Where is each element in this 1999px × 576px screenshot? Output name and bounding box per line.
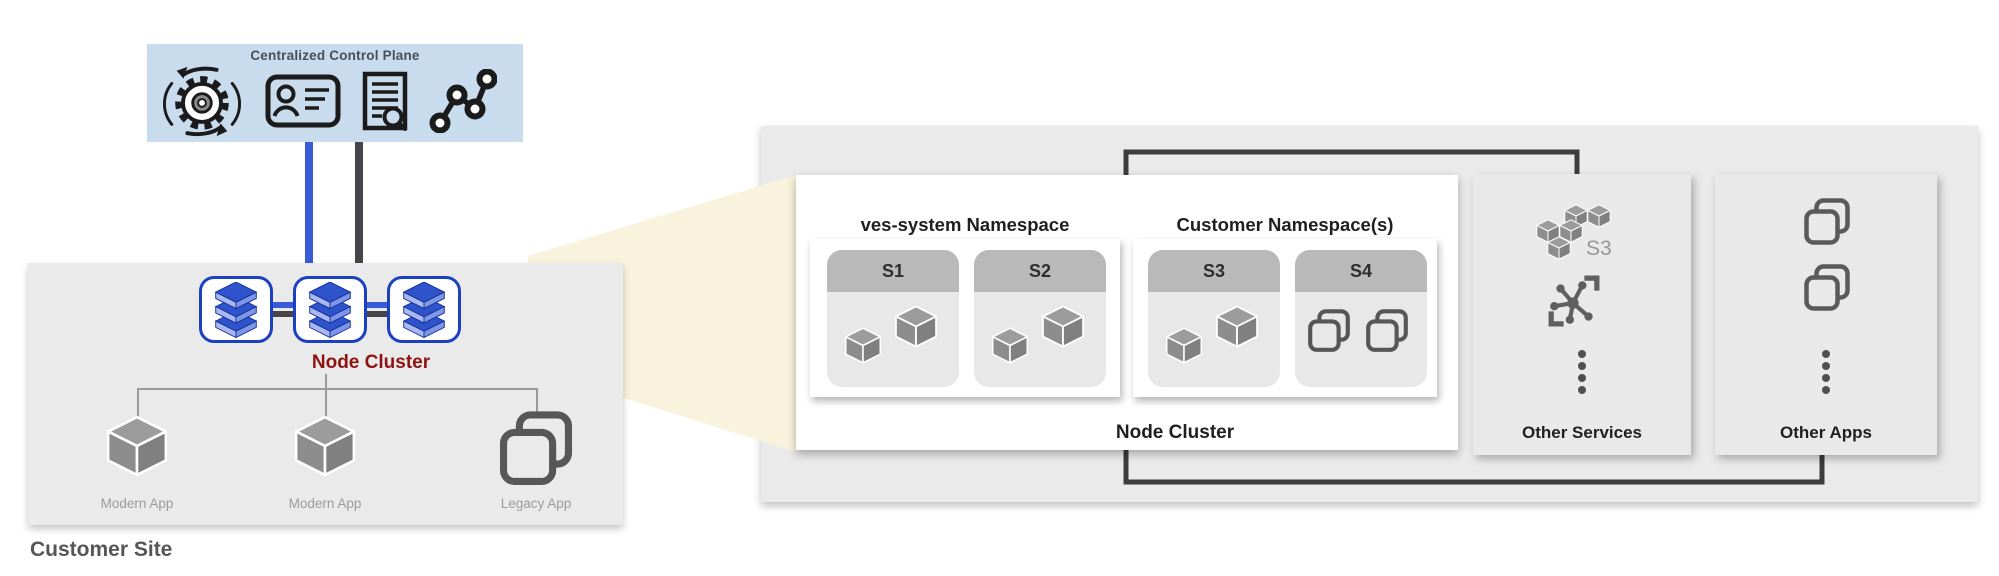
centralized-control-plane: Centralized Control Plane bbox=[147, 44, 523, 142]
ellipsis-icon bbox=[1715, 350, 1937, 394]
other-apps-label: Other Apps bbox=[1780, 423, 1872, 442]
cluster-node bbox=[199, 276, 273, 343]
app-label: Modern App bbox=[288, 496, 362, 511]
app-label: Modern App bbox=[100, 496, 174, 511]
s3-badge-text: S3 bbox=[1586, 237, 1612, 260]
cluster-node bbox=[387, 276, 461, 343]
workload-cube-icon bbox=[990, 327, 1030, 364]
service-card-body bbox=[974, 292, 1106, 387]
service-card-s4: S4 bbox=[1295, 250, 1427, 387]
service-card-label: S4 bbox=[1295, 250, 1427, 292]
workload-cube-icon bbox=[1040, 305, 1086, 348]
legacy-app-icon bbox=[498, 411, 574, 487]
workload-cube-icon bbox=[1214, 305, 1260, 348]
node-cluster-card: ves-system Namespace Customer Namespace(… bbox=[796, 175, 1458, 450]
policy-document-icon bbox=[362, 71, 408, 131]
expanded-node-cluster-label: Node Cluster bbox=[1115, 422, 1235, 443]
other-services-label: Other Services bbox=[1521, 423, 1642, 442]
node-stack-icon bbox=[306, 282, 354, 338]
s3-storage-icon: S3 bbox=[1536, 204, 1612, 260]
node-cluster-label: Node Cluster bbox=[311, 352, 431, 373]
service-card-s3: S3 bbox=[1148, 250, 1280, 387]
node-stack-icon bbox=[400, 282, 448, 338]
tree-drop-1 bbox=[137, 388, 139, 417]
ves-system-namespace-panel: S1 S2 bbox=[810, 239, 1120, 397]
customer-namespace-heading: Customer Namespace(s) bbox=[1176, 214, 1394, 235]
app-squares-icon bbox=[1803, 198, 1851, 246]
other-services-card: S3 Other Services bbox=[1473, 174, 1691, 455]
workload-cube-icon bbox=[1164, 327, 1204, 364]
service-card-body bbox=[1295, 292, 1427, 387]
app-label: Legacy App bbox=[500, 496, 572, 511]
ves-system-namespace-heading: ves-system Namespace bbox=[860, 214, 1070, 235]
service-card-body bbox=[1148, 292, 1280, 387]
service-card-s1: S1 bbox=[827, 250, 959, 387]
workload-cube-icon bbox=[843, 327, 883, 364]
tree-trunk bbox=[325, 374, 327, 388]
control-link-blue bbox=[305, 142, 313, 263]
service-card-label: S2 bbox=[974, 250, 1106, 292]
workload-cube-icon bbox=[893, 305, 939, 348]
lifecycle-gear-icon bbox=[162, 66, 242, 137]
node-stack-icon bbox=[212, 282, 260, 338]
control-link-dark bbox=[355, 142, 363, 263]
customer-site-box: Node Cluster Modern App Modern App Legac… bbox=[28, 263, 623, 525]
service-mesh-icon bbox=[1548, 275, 1600, 327]
cluster-node bbox=[293, 276, 367, 343]
tree-bar bbox=[137, 388, 538, 390]
service-card-label: S1 bbox=[827, 250, 959, 292]
service-card-label: S3 bbox=[1148, 250, 1280, 292]
tree-drop-2 bbox=[325, 388, 327, 417]
app-squares-icon bbox=[1307, 309, 1351, 353]
service-card-body bbox=[827, 292, 959, 387]
customer-namespace-panel: S3 S4 bbox=[1133, 239, 1437, 397]
identity-card-icon bbox=[265, 74, 341, 128]
service-card-s2: S2 bbox=[974, 250, 1106, 387]
modern-app-cube-icon bbox=[292, 415, 358, 477]
control-plane-icons bbox=[160, 64, 514, 138]
app-squares-icon bbox=[1365, 309, 1409, 353]
other-apps-card: Other Apps bbox=[1715, 174, 1937, 455]
metrics-graph-icon bbox=[429, 69, 497, 133]
customer-site-label: Customer Site bbox=[30, 538, 173, 561]
control-plane-title: Centralized Control Plane bbox=[250, 48, 420, 63]
ellipsis-icon bbox=[1473, 350, 1691, 394]
modern-app-cube-icon bbox=[104, 415, 170, 477]
app-squares-icon bbox=[1803, 264, 1851, 312]
